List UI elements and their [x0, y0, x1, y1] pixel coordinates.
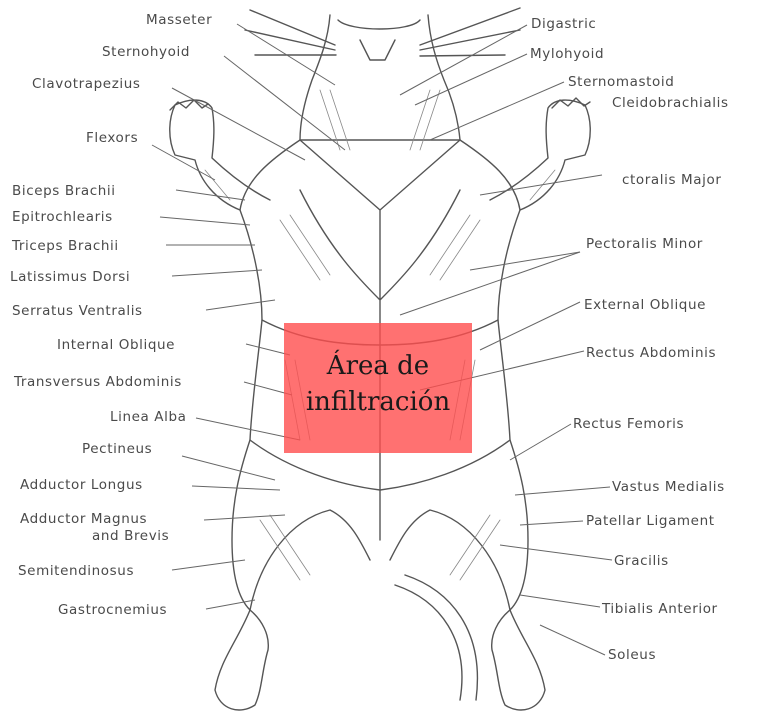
label-sternohyoid: Sternohyoid [102, 44, 190, 60]
label-internal-oblique: Internal Oblique [57, 337, 175, 353]
label-gracilis: Gracilis [614, 553, 669, 569]
label-pectoralis-major: ctoralis Major [622, 172, 722, 188]
label-latissimus-dorsi: Latissimus Dorsi [10, 269, 130, 285]
label-external-oblique: External Oblique [584, 297, 706, 313]
label-digastric: Digastric [531, 16, 596, 32]
head-outline [300, 15, 460, 140]
label-pectineus: Pectineus [82, 441, 152, 457]
label-sternomastoid: Sternomastoid [568, 74, 674, 90]
label-transversus-abdominis: Transversus Abdominis [14, 374, 182, 390]
label-epitrochlearis: Epitrochlearis [12, 209, 113, 225]
right-foot [492, 610, 545, 710]
label-adductor-magnus: Adductor Magnus [20, 511, 147, 527]
label-linea-alba: Linea Alba [110, 409, 187, 425]
label-semitendinosus: Semitendinosus [18, 563, 134, 579]
label-vastus-medialis: Vastus Medialis [612, 479, 725, 495]
label-rectus-femoris: Rectus Femoris [573, 416, 684, 432]
label-gastrocnemius: Gastrocnemius [58, 602, 167, 618]
right-arm [490, 100, 590, 210]
label-masseter: Masseter [146, 12, 212, 28]
label-tibialis-anterior: Tibialis Anterior [602, 601, 718, 617]
infiltration-area-overlay: Área de infiltración [284, 323, 472, 453]
label-mylohyoid: Mylohyoid [530, 46, 604, 62]
label-biceps-brachii: Biceps Brachii [12, 183, 116, 199]
label-triceps-brachii: Triceps Brachii [12, 238, 119, 254]
left-foot [215, 610, 268, 710]
label-soleus: Soleus [608, 647, 656, 663]
label-adductor-longus: Adductor Longus [20, 477, 143, 493]
left-arm [170, 100, 270, 210]
label-serratus-ventralis: Serratus Ventralis [12, 303, 143, 319]
label-and-brevis: and Brevis [92, 528, 169, 544]
label-patellar-ligament: Patellar Ligament [586, 513, 715, 529]
label-cleidobrachialis: Cleidobrachialis [612, 95, 729, 111]
label-flexors: Flexors [86, 130, 138, 146]
label-pectoralis-minor: Pectoralis Minor [586, 236, 703, 252]
infiltration-area-label: Área de infiltración [293, 348, 463, 453]
label-clavotrapezius: Clavotrapezius [32, 76, 141, 92]
tail [395, 575, 477, 700]
label-rectus-abdominis: Rectus Abdominis [586, 345, 716, 361]
